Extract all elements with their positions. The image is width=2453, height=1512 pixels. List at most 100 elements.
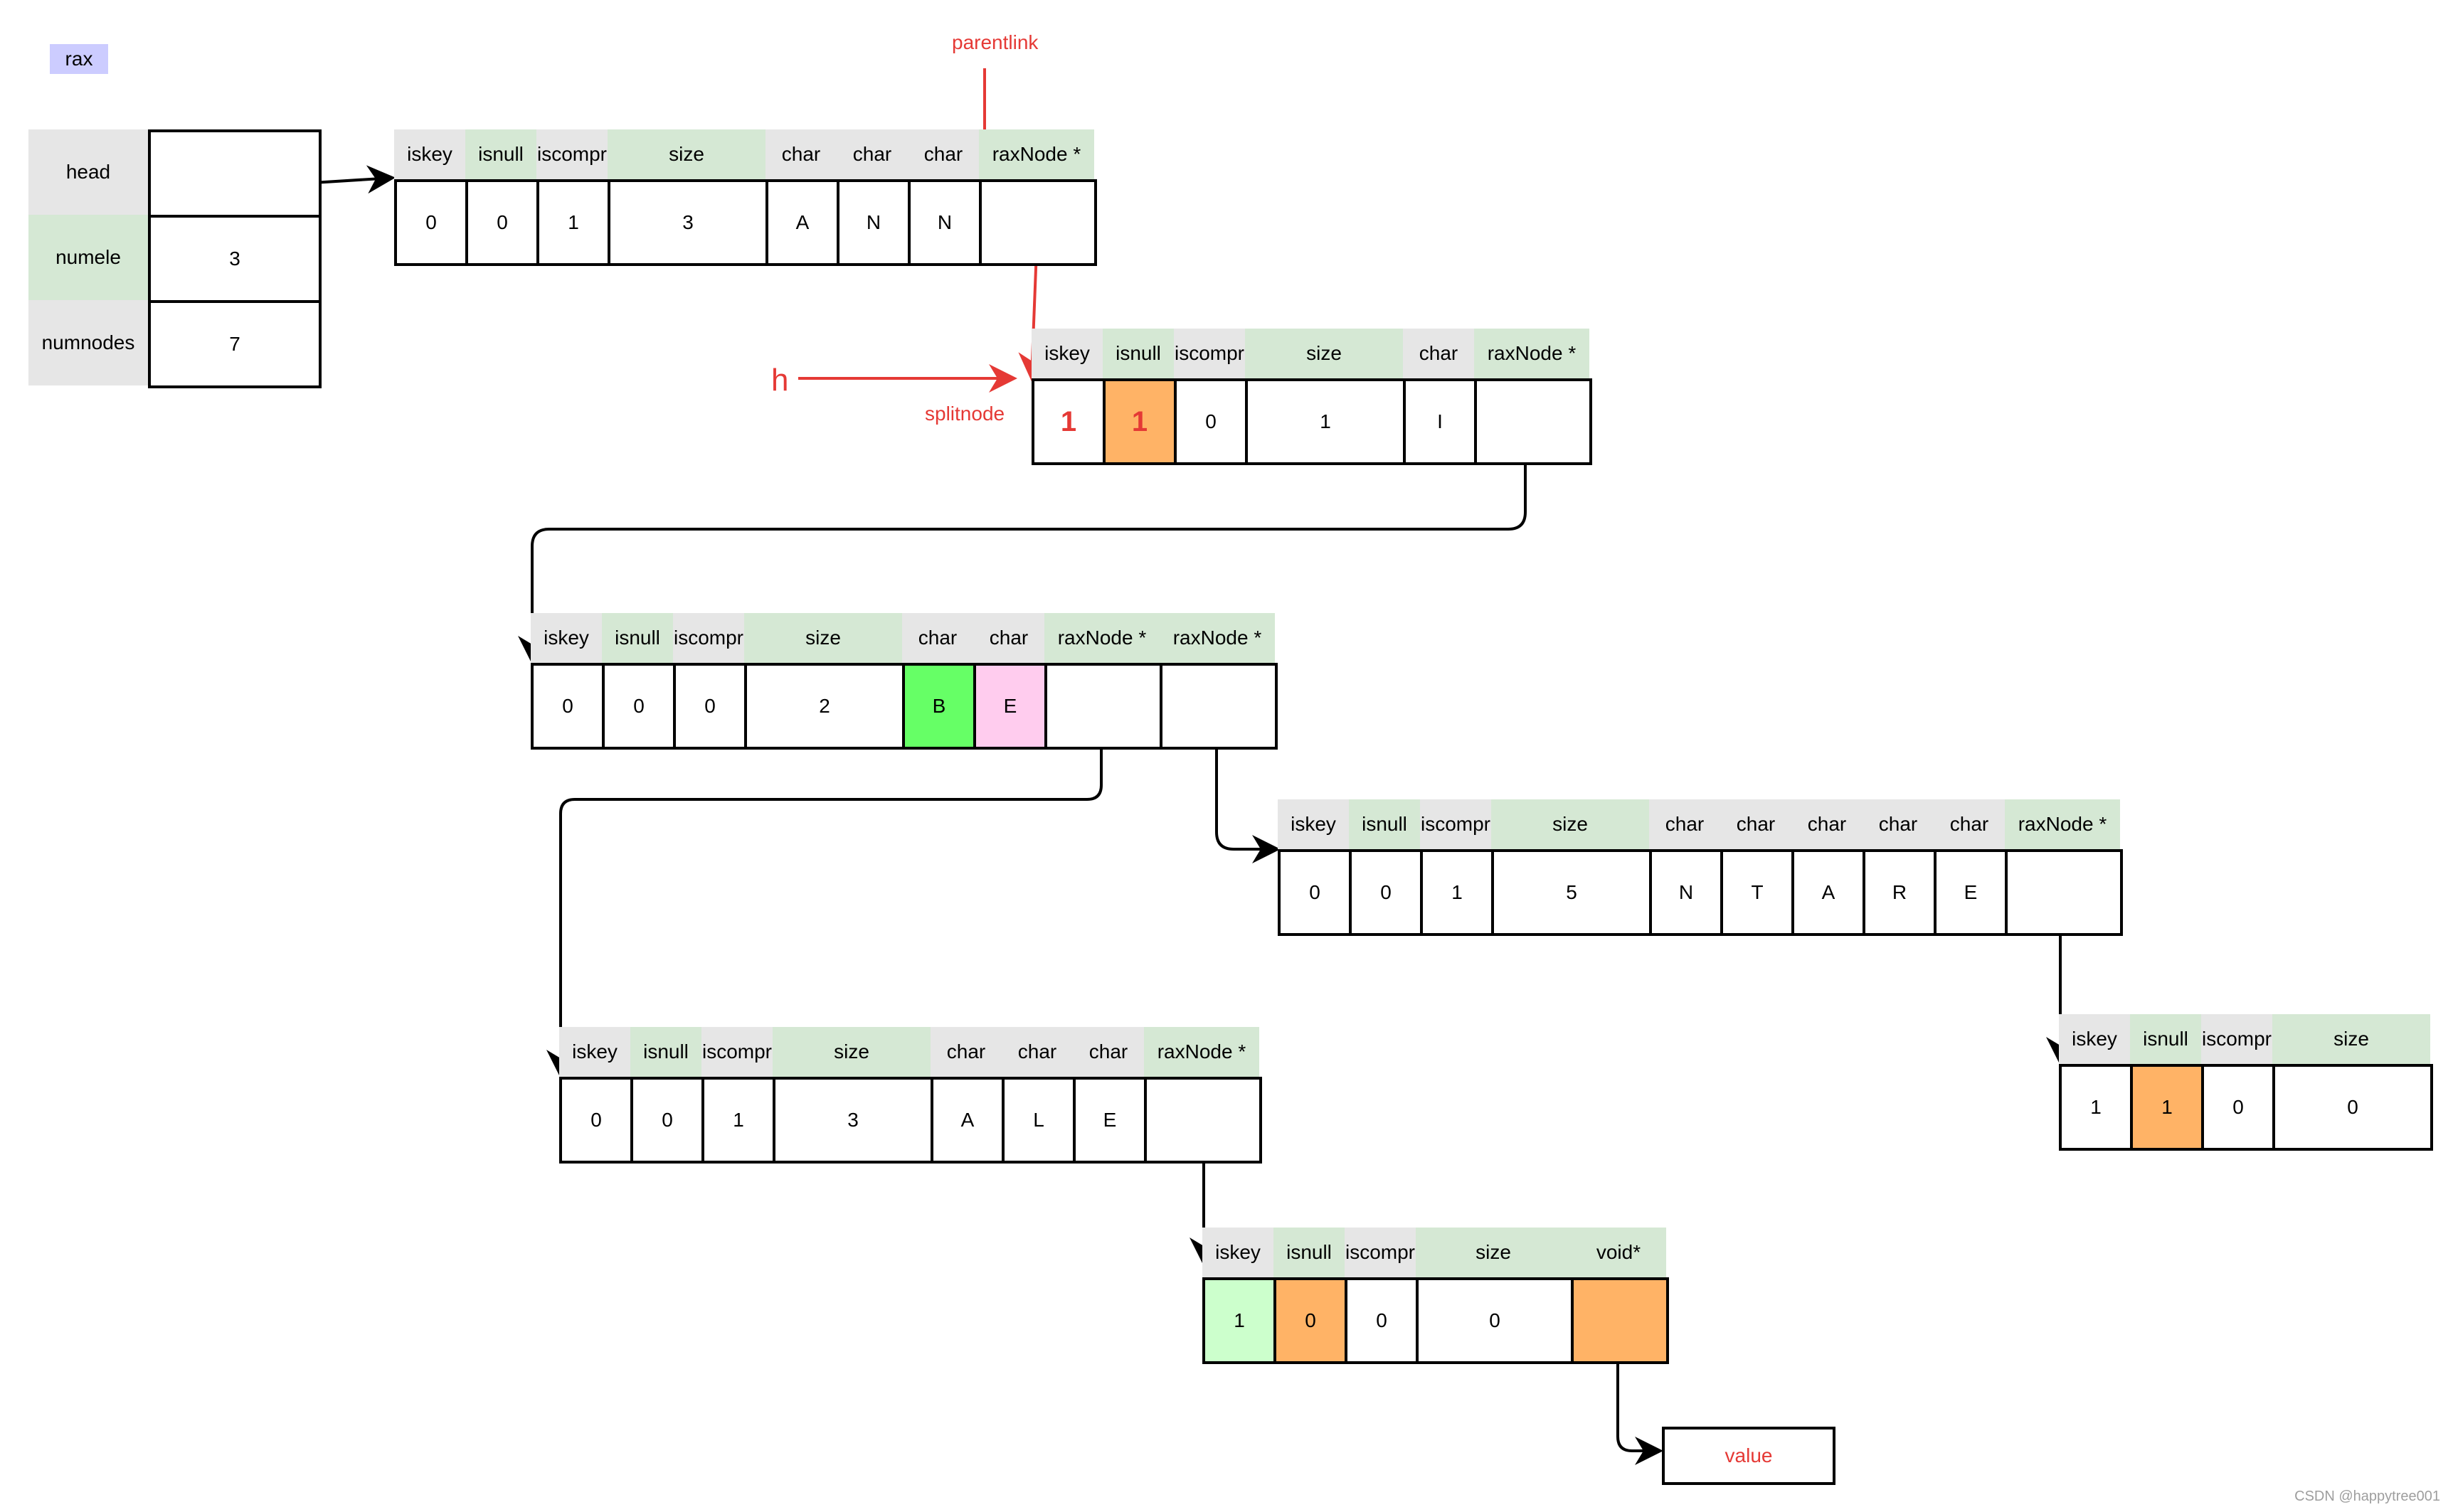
field-header: raxNode * bbox=[1144, 1027, 1259, 1077]
field-value: L bbox=[1002, 1077, 1076, 1164]
field-header: iskey bbox=[1202, 1228, 1273, 1277]
field-header: char bbox=[931, 1027, 1002, 1077]
field-header: char bbox=[1649, 799, 1720, 849]
field-header: raxNode * bbox=[2005, 799, 2120, 849]
field-value: 0 bbox=[673, 663, 747, 750]
field-header: void* bbox=[1571, 1228, 1666, 1277]
rax-numele-value: 3 bbox=[148, 215, 322, 303]
splitnode-label: splitnode bbox=[925, 403, 1005, 425]
field-header: iskey bbox=[531, 613, 602, 663]
field-value: 5 bbox=[1491, 849, 1652, 936]
field-header: iskey bbox=[559, 1027, 630, 1077]
field-header: iskey bbox=[1278, 799, 1349, 849]
rax-head-value bbox=[148, 129, 322, 218]
field-value: 3 bbox=[608, 179, 768, 266]
field-header: isnull bbox=[1273, 1228, 1345, 1277]
field-header: char bbox=[973, 613, 1044, 663]
field-header: char bbox=[902, 613, 973, 663]
value-pointer-arrow bbox=[1616, 1344, 1663, 1465]
field-value: 0 bbox=[602, 663, 676, 750]
field-value: 1 bbox=[2130, 1064, 2204, 1151]
field-header: isnull bbox=[1103, 329, 1174, 378]
field-value: 0 bbox=[559, 1077, 633, 1164]
field-header: iscompr bbox=[1420, 799, 1491, 849]
field-value: 0 bbox=[1349, 849, 1423, 936]
field-header: char bbox=[1791, 799, 1863, 849]
field-value: 0 bbox=[630, 1077, 704, 1164]
field-header: isnull bbox=[2130, 1014, 2201, 1064]
node2-child-arrow bbox=[518, 445, 1527, 664]
field-value: 0 bbox=[465, 179, 539, 266]
field-value: 3 bbox=[773, 1077, 933, 1164]
field-value: 2 bbox=[744, 663, 905, 750]
field-value: 1 bbox=[2059, 1064, 2133, 1151]
field-header: iskey bbox=[1032, 329, 1103, 378]
field-value: 0 bbox=[1345, 1277, 1419, 1364]
field-value bbox=[1160, 663, 1278, 750]
field-header: iscompr bbox=[673, 613, 744, 663]
field-header: iscompr bbox=[1174, 329, 1245, 378]
field-value: A bbox=[765, 179, 839, 266]
field-header: raxNode * bbox=[979, 129, 1094, 179]
field-value: 0 bbox=[1273, 1277, 1347, 1364]
field-value bbox=[1144, 1077, 1262, 1164]
rax-numele-label: numele bbox=[28, 215, 148, 300]
field-value: 1 bbox=[536, 179, 610, 266]
field-value: R bbox=[1863, 849, 1937, 936]
field-value: 0 bbox=[394, 179, 468, 266]
field-value: 0 bbox=[2272, 1064, 2433, 1151]
field-value: 0 bbox=[2201, 1064, 2275, 1151]
field-header: char bbox=[908, 129, 979, 179]
field-value bbox=[2005, 849, 2123, 936]
field-header: size bbox=[2272, 1014, 2430, 1064]
h-label: h bbox=[771, 363, 789, 398]
field-header: isnull bbox=[602, 613, 673, 663]
field-value: I bbox=[1403, 378, 1477, 465]
field-header: size bbox=[773, 1027, 931, 1077]
field-header: char bbox=[1934, 799, 2005, 849]
field-value bbox=[1474, 378, 1592, 465]
field-header: raxNode * bbox=[1160, 613, 1275, 663]
field-value: 1 bbox=[1245, 378, 1406, 465]
field-header: size bbox=[1491, 799, 1649, 849]
field-value: N bbox=[908, 179, 982, 266]
field-value: E bbox=[1073, 1077, 1147, 1164]
node3-child-b-arrow bbox=[546, 750, 1103, 1078]
field-value: 1 bbox=[1103, 378, 1177, 465]
field-header: char bbox=[1720, 799, 1791, 849]
field-header: size bbox=[608, 129, 765, 179]
field-value: B bbox=[902, 663, 976, 750]
field-header: iskey bbox=[2059, 1014, 2130, 1064]
field-header: raxNode * bbox=[1044, 613, 1160, 663]
field-header: isnull bbox=[465, 129, 536, 179]
field-value: A bbox=[1791, 849, 1865, 936]
node3-child-e-arrow bbox=[1215, 724, 1281, 863]
parentlink-label: parentlink bbox=[952, 31, 1039, 53]
field-value: 0 bbox=[1278, 849, 1352, 936]
field-header: raxNode * bbox=[1474, 329, 1589, 378]
field-header: iscompr bbox=[2201, 1014, 2272, 1064]
field-value: 1 bbox=[1202, 1277, 1276, 1364]
value-box: value bbox=[1662, 1427, 1835, 1485]
field-header: size bbox=[1416, 1228, 1571, 1277]
field-header: iscompr bbox=[701, 1027, 773, 1077]
field-value: E bbox=[1934, 849, 2008, 936]
field-header: iscompr bbox=[1345, 1228, 1416, 1277]
watermark: CSDN @happytree001 bbox=[2294, 1489, 2440, 1504]
field-value: 0 bbox=[1174, 378, 1248, 465]
field-value: 1 bbox=[1420, 849, 1494, 936]
field-value: 1 bbox=[1032, 378, 1106, 465]
field-header: iskey bbox=[394, 129, 465, 179]
field-value bbox=[1571, 1277, 1669, 1364]
field-value: 0 bbox=[531, 663, 605, 750]
field-header: char bbox=[1863, 799, 1934, 849]
field-value: A bbox=[931, 1077, 1005, 1164]
field-header: iscompr bbox=[536, 129, 608, 179]
field-header: char bbox=[837, 129, 908, 179]
field-value bbox=[979, 179, 1097, 266]
rax-numnodes-label: numnodes bbox=[28, 300, 148, 385]
field-value: T bbox=[1720, 849, 1794, 936]
field-header: char bbox=[765, 129, 837, 179]
field-header: char bbox=[1073, 1027, 1144, 1077]
